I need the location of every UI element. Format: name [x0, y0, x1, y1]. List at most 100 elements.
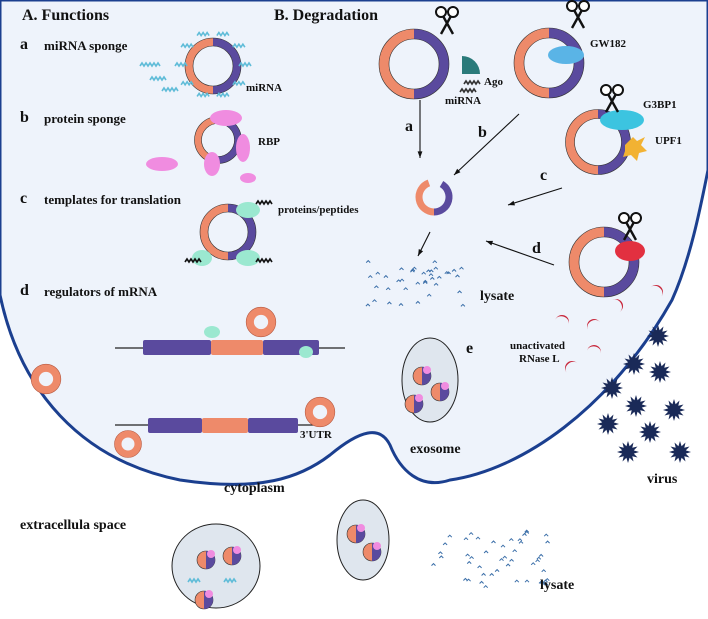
bound-mirna [232, 80, 246, 87]
rnase-l-monomer-shape [555, 315, 569, 325]
lysate-cell-fragment [367, 274, 373, 279]
rbp-protein [204, 152, 220, 176]
exosome-extracellular-1 [171, 523, 261, 609]
scissors-ago-handle-right [447, 6, 459, 18]
lysate-extracellular-fragment [463, 577, 468, 581]
lysate-extracellular-fragment [466, 560, 472, 564]
lysate-cell-fragment [399, 278, 405, 282]
rnase-l-monomer [555, 315, 569, 325]
lysate-extracellular-fragment [530, 562, 536, 566]
mirna-strand [459, 87, 477, 94]
bound-mirna [196, 31, 210, 38]
item-d-label: regulators of mRNA [44, 284, 158, 299]
lysate-extracellular-fragment [479, 580, 484, 584]
upf1-label: UPF1 [655, 135, 682, 147]
virus-particle [625, 395, 647, 417]
lysate-extracellular-fragment [517, 538, 523, 542]
cytoplasm-label: cytoplasm [224, 481, 285, 496]
free-mirna [139, 61, 161, 68]
utr-label: 3'UTR [300, 429, 332, 441]
translation-circrna-outer-edge [199, 203, 257, 261]
gw182-protein [548, 46, 584, 64]
sponge-circrna-inner-edge [192, 45, 234, 87]
lysate-cell-fragment [396, 279, 401, 283]
exosome-cargo-circ-cargo [441, 382, 449, 390]
lysate-cell [365, 259, 466, 307]
translation-circrna-inner-edge [207, 211, 249, 253]
free-mirna [161, 86, 179, 93]
lysate-cell-fragment [457, 290, 462, 294]
exosome-cargo-circ-cargo [373, 542, 381, 550]
lysate-extracellular-fragment [505, 563, 511, 567]
lysate-extracellular-fragment [535, 559, 540, 563]
scissors-gw182-handle-left [566, 0, 578, 12]
scissors-rnase-handle-right [630, 212, 642, 224]
upf1-target-circrna-inner-edge [574, 118, 622, 166]
rnase-target-circrna-inner-edge [578, 236, 630, 288]
virus-particle [669, 441, 691, 463]
lysate-extracellular-fragment [469, 555, 474, 560]
extracellular-label: extracellula space [20, 518, 127, 533]
lysate-extracellular-fragment [465, 553, 470, 557]
ribosome [236, 250, 260, 266]
lysate-cell-fragment [399, 267, 404, 271]
lysate-cell-fragment [428, 273, 434, 277]
free-mirna [149, 75, 167, 82]
lysate-cell-fragment [365, 303, 371, 307]
scissors-rnase [618, 212, 642, 241]
rnase-l-monomer [650, 285, 663, 297]
mrna-exon [211, 340, 263, 355]
exosome-cargo-circ-cargo [205, 590, 213, 598]
virus-particle [647, 325, 669, 347]
rnase-target-circrna-orange [569, 227, 605, 297]
lysate-cell-fragment [410, 268, 416, 272]
lysate-extracellular-fragment [499, 557, 504, 562]
mirna-label-b: miRNA [445, 95, 482, 107]
scissors-rnase-handle-left [618, 212, 630, 224]
lysate-extracellular-fragment [538, 553, 544, 557]
scissors-ago [435, 6, 459, 35]
lysate-cell-fragment [459, 266, 464, 270]
bound-mirna [180, 42, 194, 49]
lysate-extracellular-fragment [468, 531, 474, 536]
rbp-protein [236, 134, 250, 162]
lysate-cell-fragment [433, 266, 439, 270]
lysate-cell-fragment [387, 301, 392, 305]
lysate-cell-fragment [365, 259, 371, 263]
bound-mirna [238, 61, 252, 68]
scissors-gw182 [566, 0, 590, 29]
virus-label: virus [647, 472, 678, 487]
gw182-target-circrna-purple [548, 28, 584, 98]
lysate-extracellular-fragment [491, 540, 496, 544]
bound-mirna [216, 91, 230, 98]
lysate-extracellular-fragment [543, 579, 548, 583]
lysate-extracellular-fragment [489, 572, 495, 576]
lysate-extracellular-fragment [442, 542, 448, 546]
lysate-cell-fragment [374, 285, 379, 289]
rnase-l-monomer [612, 299, 623, 313]
path-a-label: a [405, 118, 413, 135]
lysate-cell-fragment [421, 271, 427, 275]
rnase-l-monomer-shape [650, 285, 663, 297]
panel-a-title: A. Functions [22, 7, 110, 24]
bound-mirna [216, 31, 230, 38]
lysate-cell-fragment [444, 270, 450, 275]
lysate-cell-fragment [446, 271, 451, 275]
rnase-l-monomer [587, 319, 601, 330]
virus-particle [617, 441, 639, 463]
exosome-cargo-circ-cargo [415, 394, 423, 402]
rbp-protein [210, 110, 242, 126]
scissors-gw182-blades [570, 9, 586, 29]
proteins-label: proteins/peptides [278, 204, 359, 216]
sponge-circrna-orange [185, 38, 214, 94]
bound-mirna [196, 91, 210, 98]
lysate-extracellular-fragment [518, 540, 524, 544]
rbp-label: RBP [258, 136, 280, 148]
lysate-extracellular-fragment [431, 562, 436, 566]
lysate-cell-fragment [415, 300, 421, 304]
lysate-cell-fragment [422, 279, 428, 283]
scissors-g3bp1-handle-left [600, 84, 612, 96]
virus-particle [663, 399, 685, 421]
lysate-label-outside: lysate [540, 578, 575, 593]
free-circrna-ring-edge [245, 306, 277, 338]
